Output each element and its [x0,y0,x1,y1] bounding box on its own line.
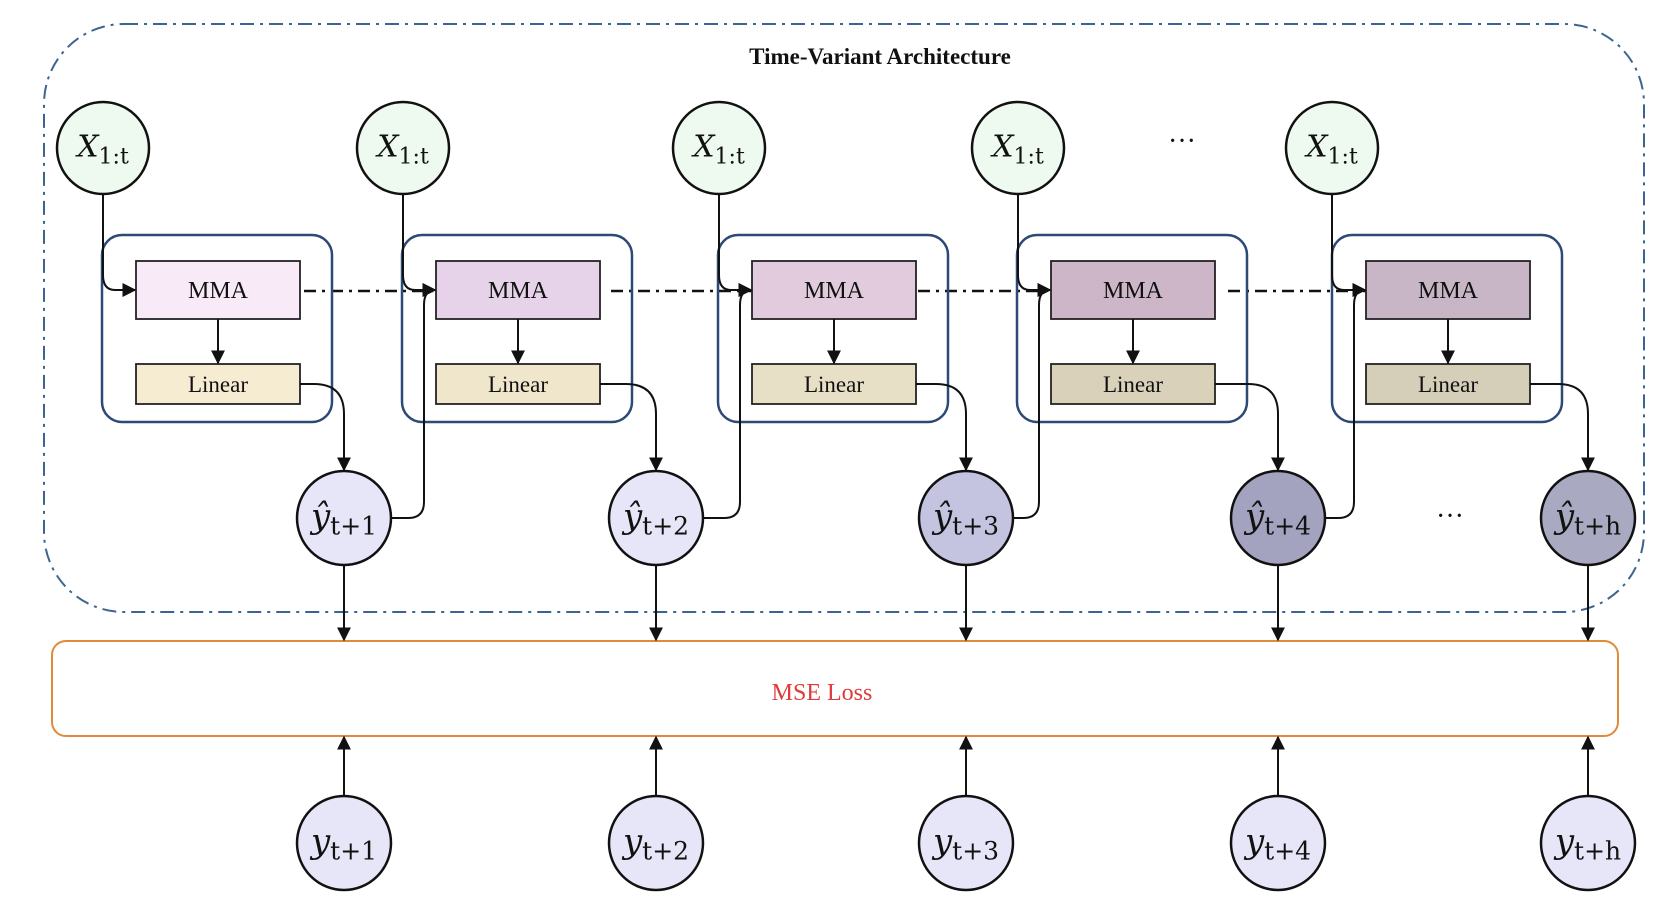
block-container [1015,233,1249,424]
target-node-3-circle [917,794,1015,892]
prediction-node-2: ŷt+2 [607,469,705,567]
block-2: MMA Linear [400,233,634,424]
input-to-mma-arrow [718,194,753,297]
input-node-1-circle [55,100,151,196]
prediction-node-2-circle [607,469,705,567]
target-node-3: yt+3 [917,794,1015,892]
mma-label: MMA [488,278,549,304]
block-container [1330,233,1564,424]
mma-box [135,260,301,320]
prediction-node-5: ŷt+h [1539,469,1637,567]
linear-to-prediction-arrow [1215,383,1285,472]
mma-box [1365,260,1531,320]
feedback-arrow [1013,283,1052,519]
prediction-node-4-label: ŷt+4 [1243,497,1311,541]
linear-box [1365,363,1531,405]
input-to-mma-arrow [1017,194,1052,297]
block-1: MMA Linear [100,233,334,424]
prediction-node-4-circle [1229,469,1327,567]
target-node-3-label: yt+3 [931,822,999,866]
feedback-arrow [703,283,753,519]
input-node-5-circle [1284,100,1380,196]
block-5: MMA Linear [1330,233,1564,424]
prediction-node-3-label: ŷt+3 [931,497,999,541]
block-4: MMA Linear [1015,233,1249,424]
input-node-2: X1:t [355,100,451,196]
linear-box [135,363,301,405]
target-node-1-circle [295,794,393,892]
input-to-mma-arrow [402,194,437,297]
linear-to-prediction-arrow [916,383,973,472]
target-node-2-label: yt+2 [621,822,689,866]
linear-label: Linear [1103,372,1163,397]
input-node-3-label: X1:t [691,129,745,169]
time-variant-frame [43,23,1645,613]
block-container [716,233,950,424]
linear-label: Linear [1418,372,1478,397]
linear-to-prediction-arrow [300,383,351,472]
prediction-node-1: ŷt+1 [295,469,393,567]
linear-to-prediction-arrow [600,383,663,472]
prediction-node-1-circle [295,469,393,567]
prediction-node-4: ŷt+4 [1229,469,1327,567]
input-node-3: X1:t [671,100,767,196]
target-node-4: yt+4 [1229,794,1327,892]
mma-label: MMA [804,278,865,304]
input-node-1: X1:t [55,100,151,196]
linear-label: Linear [804,372,864,397]
prediction-node-2-label: ŷt+2 [621,497,689,541]
mse-loss-label: MSE Loss [772,680,873,706]
block-container [100,233,334,424]
target-node-1: yt+1 [295,794,393,892]
input-node-4: X1:t [970,100,1066,196]
target-node-2-circle [607,794,705,892]
mma-box [1050,260,1216,320]
input-node-1-label: X1:t [75,129,129,169]
prediction-node-3: ŷt+3 [917,469,1015,567]
input-to-mma-arrow [102,194,137,297]
input-node-4-circle [970,100,1066,196]
target-node-5-label: yt+h [1553,822,1621,866]
prediction-node-3-circle [917,469,1015,567]
target-node-4-label: yt+4 [1243,822,1311,866]
input-node-2-circle [355,100,451,196]
input-node-5-label: X1:t [1304,129,1358,169]
prediction-node-1-label: ŷt+1 [309,497,377,541]
feedback-arrow [391,283,437,519]
target-node-2: yt+2 [607,794,705,892]
linear-label: Linear [188,372,248,397]
mma-box [751,260,917,320]
mma-label: MMA [1418,278,1479,304]
linear-box [435,363,601,405]
input-node-2-label: X1:t [375,129,429,169]
mma-label: MMA [188,278,249,304]
input-node-5: X1:t [1284,100,1380,196]
linear-to-prediction-arrow [1530,383,1595,472]
linear-label: Linear [488,372,548,397]
target-node-5: yt+h [1539,794,1637,892]
block-3: MMA Linear [716,233,950,424]
frame-title: Time-Variant Architecture [749,44,1011,69]
block-container [400,233,634,424]
prediction-node-5-label: ŷt+h [1553,497,1621,541]
mse-loss-box [51,640,1619,737]
input-to-mma-arrow [1331,194,1367,297]
target-node-5-circle [1539,794,1637,892]
target-node-4-circle [1229,794,1327,892]
prediction-node-5-circle [1539,469,1637,567]
input-ellipsis: ··· [1168,126,1196,157]
mma-label: MMA [1103,278,1164,304]
input-node-3-circle [671,100,767,196]
prediction-ellipsis: ··· [1436,501,1464,532]
target-node-1-label: yt+1 [309,822,377,866]
input-node-4-label: X1:t [990,129,1044,169]
